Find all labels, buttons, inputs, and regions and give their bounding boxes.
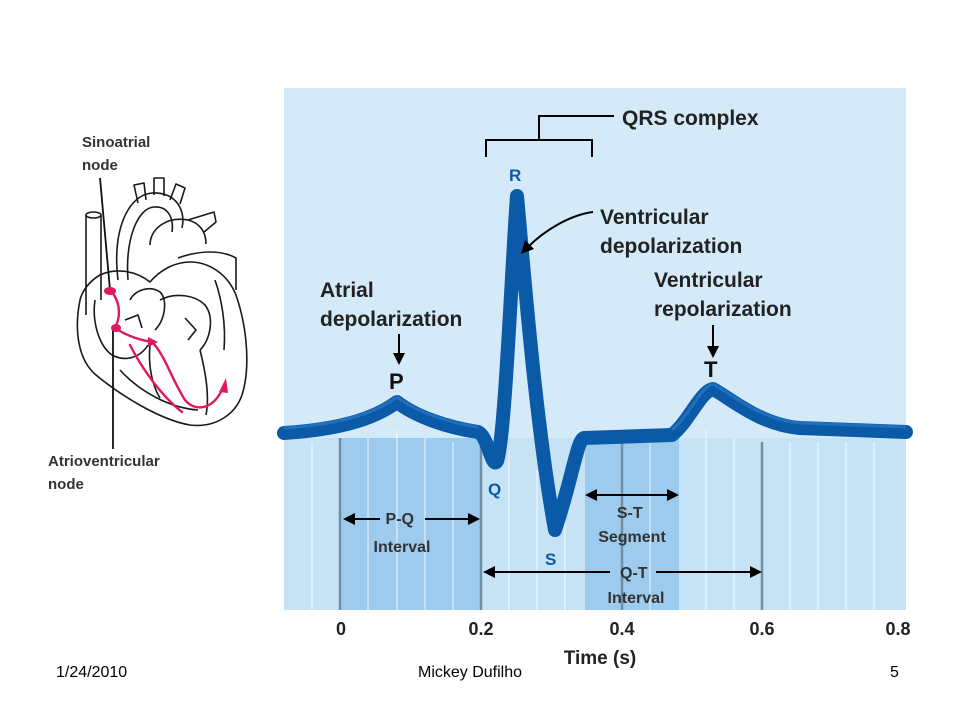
st-segment-label: S-T Segment [598, 505, 666, 546]
heart-illustration [76, 177, 248, 427]
footer-page-number: 5 [890, 664, 899, 681]
qt-interval-label: Q-T Interval [608, 565, 665, 607]
ventricular-repolarization-label: Ventricular repolarization [654, 269, 792, 321]
x-axis-ticks: 0 0.2 0.4 0.6 0.8 [336, 619, 911, 639]
wave-t-label: T [704, 357, 718, 382]
qt-arrowhead-right [750, 566, 762, 578]
av-node-marker [111, 324, 121, 332]
pq-interval-label: P-Q Interval [374, 511, 431, 556]
ecg-major-grid-lines [338, 438, 764, 610]
ventricular-depolarization-label: Ventricular depolarization [600, 206, 742, 258]
wave-q-label: Q [488, 480, 501, 499]
ecg-trace-highlight-2 [671, 382, 907, 432]
pq-arrowhead-right [468, 513, 480, 525]
wave-s-label: S [545, 550, 556, 569]
sa-node-pointer [99, 177, 111, 291]
x-tick-3: 0.6 [749, 619, 774, 639]
atrioventricular-node-label: Atrioventricular node [48, 453, 164, 493]
footer-date: 1/24/2010 [56, 664, 128, 681]
x-axis-label: Time (s) [564, 648, 637, 669]
sinoatrial-node-label: Sinoatrial node [82, 134, 155, 174]
wave-p-label: P [389, 369, 404, 394]
st-segment-region [585, 438, 679, 610]
x-tick-1: 0.2 [468, 619, 493, 639]
st-segment-arrow [585, 489, 679, 501]
conduction-pathway [110, 290, 224, 414]
ecg-trace-highlight [283, 395, 479, 430]
qt-arrowhead-left [483, 566, 495, 578]
x-tick-4: 0.8 [885, 619, 910, 639]
x-tick-2: 0.4 [609, 619, 634, 639]
ventricular-depolarization-arrow [521, 211, 594, 254]
ecg-grid-lines [311, 430, 875, 610]
ecg-trace [277, 189, 913, 537]
pq-arrowhead-left [343, 513, 355, 525]
atrial-depolarization-arrow [393, 334, 405, 365]
pq-interval-region [340, 438, 481, 610]
x-tick-0: 0 [336, 619, 346, 639]
sa-node-marker [104, 287, 116, 295]
footer-author: Mickey Dufilho [418, 664, 523, 681]
atrial-depolarization-label: Atrial depolarization [320, 279, 462, 331]
wave-r-label: R [509, 166, 521, 185]
conduction-arrowhead-1 [219, 378, 228, 393]
ventricular-repolarization-arrow [707, 325, 719, 358]
qrs-bracket [485, 115, 614, 157]
conduction-arrowhead-2 [148, 337, 158, 347]
qrs-complex-label: QRS complex [622, 107, 759, 130]
